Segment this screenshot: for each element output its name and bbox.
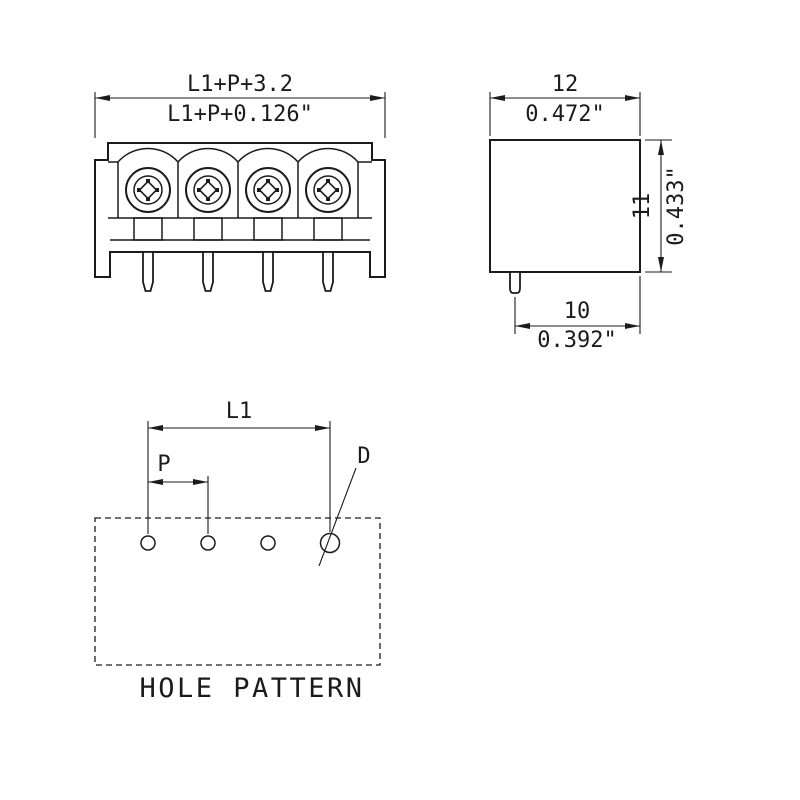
side-solder-pin [509,271,521,294]
p-dimension: P [148,452,209,534]
side-height-in-label: 0.433" [664,166,689,245]
screw-outer [305,167,351,213]
side-pin-offset-mm-label: 10 [564,299,591,324]
screw-terminal-3 [245,167,291,241]
side-depth-mm-label: 12 [552,72,579,97]
screw-terminal-4 [305,167,351,241]
hole-pattern-caption: HOLE PATTERN [139,673,364,704]
screw-cross-center [198,180,218,200]
front-width-mm-label: L1+P+3.2 [187,72,293,97]
l1-dimension: L1 [147,399,331,534]
side-pin-offset-dimension: 10 0.392" [514,276,641,353]
side-height-mm-label: 11 [630,193,655,220]
hole-2 [200,535,216,551]
screw-cross-center [258,180,278,200]
screw-outer [245,167,291,213]
scalloped-top-edge [108,147,372,164]
screw-terminal-1 [125,167,171,241]
side-depth-dimension: 12 0.472" [489,72,641,136]
side-pin-offset-in-label: 0.392" [537,328,616,353]
screw-inner [133,175,163,205]
front-width-dimension: L1+P+3.2 L1+P+0.126" [94,72,386,138]
hole-3 [260,535,276,551]
screw-inner [313,175,343,205]
screw-outer [185,167,231,213]
solder-pin-1 [142,251,154,292]
screw-cross-center [138,180,158,200]
l1-label: L1 [226,399,253,424]
screw-cross-center [318,180,338,200]
hole-1 [140,535,156,551]
front-width-in-label: L1+P+0.126" [167,102,313,127]
screw-inner [253,175,283,205]
screw-inner [193,175,223,205]
clamp-body [253,217,283,241]
hole-4 [319,532,341,554]
screw-terminal-2 [185,167,231,241]
d-callout: D [318,444,371,567]
clamp-body [133,217,163,241]
board-outline-dashed [94,517,381,666]
p-label: P [157,452,170,477]
hole-pattern-view: L1 P D HOLE PATTERN [94,399,381,704]
side-body-outline [489,139,641,273]
screw-outer [125,167,171,213]
connector-outline [94,142,386,278]
front-view: L1+P+3.2 L1+P+0.126" [94,72,386,292]
solder-pin-3 [262,251,274,292]
clamp-body [193,217,223,241]
front-body [94,142,386,292]
leader-line [318,467,357,567]
clamp-body [313,217,343,241]
side-depth-in-label: 0.472" [525,102,604,127]
side-height-dimension: 11 0.433" [630,139,689,273]
solder-pin-4 [322,251,334,292]
d-label: D [357,444,370,469]
solder-pin-2 [202,251,214,292]
side-view: 12 0.472" 11 0.433" 10 0.392" [489,72,689,353]
